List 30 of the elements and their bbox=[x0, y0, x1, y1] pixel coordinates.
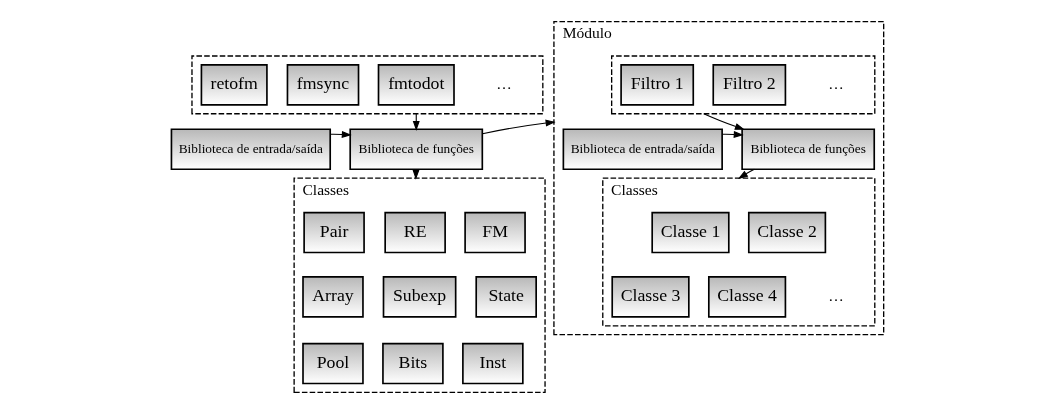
node-box: Filtro 2 bbox=[711, 64, 786, 106]
node-box: Classe 4 bbox=[707, 276, 786, 318]
arrow bbox=[721, 130, 744, 138]
cluster bbox=[190, 55, 543, 115]
node-box: Bits bbox=[381, 342, 444, 385]
node-box: fmtodot bbox=[377, 64, 455, 106]
label: … bbox=[827, 287, 844, 305]
node-box: Biblioteca de entrada/saída bbox=[170, 128, 331, 171]
node-box: State bbox=[474, 276, 537, 318]
node-box: Classe 2 bbox=[747, 211, 826, 254]
node-box: Filtro 1 bbox=[619, 64, 694, 106]
node-box: Subexp bbox=[382, 276, 456, 318]
node-box: Pool bbox=[301, 342, 364, 385]
label: … bbox=[827, 74, 844, 92]
node-box: Inst bbox=[461, 342, 524, 385]
node-box: retofm bbox=[200, 64, 268, 106]
node-box: RE bbox=[383, 211, 446, 254]
arrow bbox=[481, 119, 556, 135]
node-box: Biblioteca de funções bbox=[740, 128, 875, 171]
cluster bbox=[610, 55, 875, 115]
node-box: Array bbox=[301, 276, 364, 318]
node-box: fmsync bbox=[286, 64, 359, 106]
arrow bbox=[329, 130, 352, 138]
label: … bbox=[495, 74, 512, 92]
node-box: Classe 3 bbox=[610, 276, 690, 318]
node-box: Pair bbox=[302, 211, 365, 254]
arrow bbox=[737, 168, 755, 180]
node-box: Classe 1 bbox=[650, 211, 730, 254]
node-box: FM bbox=[463, 211, 526, 254]
node-box: Biblioteca de entrada/saída bbox=[562, 128, 723, 171]
